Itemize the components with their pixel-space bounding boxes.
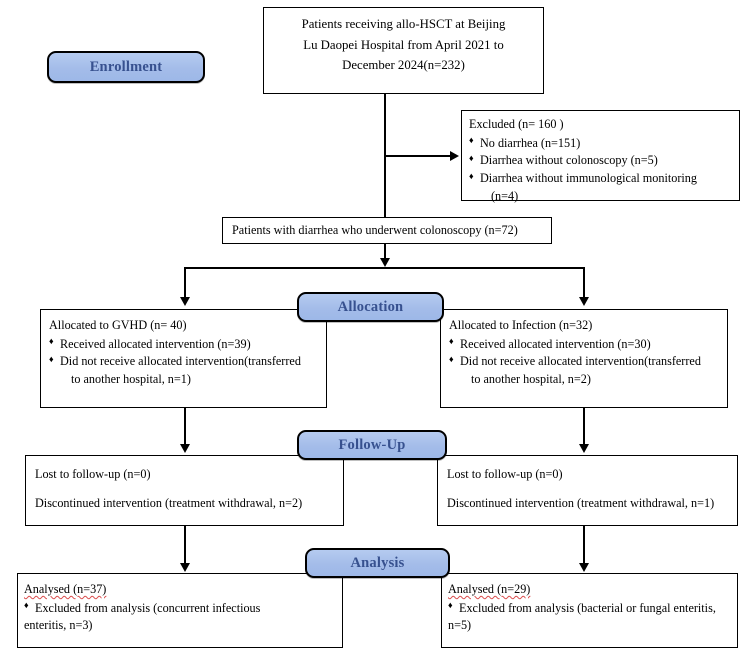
followup-left-line-2: Discontinued intervention (treatment wit… <box>35 495 303 510</box>
list-item: Did not receive allocated intervention(t… <box>49 353 318 371</box>
allocated-gvhd-header: Allocated to GVHD (n= 40) <box>49 318 187 332</box>
stage-pill-analysis: Analysis <box>305 548 450 578</box>
connector-to-excluded-arrowhead <box>450 151 459 161</box>
allocated-infection-header: Allocated to Infection (n=32) <box>449 318 593 332</box>
node-allocated-infection-body: Allocated to Infection (n=32) Received a… <box>441 310 727 396</box>
connector-colonoscopy-arrowhead <box>380 258 390 267</box>
analysis-right-header-text: Analysed (n=29) <box>448 582 531 596</box>
node-analysis-left: Analysed (n=37) Excluded from analysis (… <box>17 573 343 648</box>
node-allocated-infection: Allocated to Infection (n=32) Received a… <box>440 309 728 408</box>
connector-followup-right-to-analysis-arrowhead <box>579 563 589 572</box>
connector-split-right-arrowhead <box>579 297 589 306</box>
node-colonoscopy-body: Patients with diarrhea who underwent col… <box>223 218 551 244</box>
list-item-continuation: (n=4) <box>491 188 519 203</box>
list-item-continuation: n=5) <box>448 618 472 633</box>
analysis-left-header-text: Analysed (n=37) <box>24 582 107 596</box>
allocated-infection-list: Received allocated intervention (n=30) D… <box>449 335 719 389</box>
colonoscopy-text: Patients with diarrhea who underwent col… <box>232 223 518 237</box>
connector-to-excluded-horizontal <box>384 155 450 157</box>
node-allocated-gvhd: Allocated to GVHD (n= 40) Received alloc… <box>40 309 327 408</box>
stage-pill-followup-label: Follow-Up <box>338 436 406 453</box>
stage-pill-enrollment: Enrollment <box>47 51 205 83</box>
stage-pill-allocation: Allocation <box>297 292 444 322</box>
list-item-continuation: to another hospital, n=1) <box>71 372 191 387</box>
connector-followup-right-to-analysis <box>583 526 585 565</box>
analysis-left-header: Analysed (n=37) <box>24 581 336 599</box>
excluded-header: Excluded (n= 160 ) <box>469 117 564 131</box>
list-item: Diarrhea without immunological monitorin… <box>469 170 732 188</box>
list-item-continuation: to another hospital, n=2) <box>471 372 591 387</box>
list-item-continuation: enteritis, n=3) <box>24 618 93 633</box>
connector-colonoscopy-stem <box>384 244 386 265</box>
analysis-right-list: Excluded from analysis (bacterial or fun… <box>448 599 731 635</box>
followup-right-line-2: Discontinued intervention (treatment wit… <box>447 495 715 510</box>
list-item: Diarrhea without colonoscopy (n=5) <box>469 152 732 170</box>
connector-split-left-arrowhead <box>180 297 190 306</box>
list-item: Excluded from analysis (concurrent infec… <box>24 599 336 618</box>
list-item: Excluded from analysis (bacterial or fun… <box>448 599 731 618</box>
list-item: Received allocated intervention (n=30) <box>449 335 719 354</box>
connector-followup-left-to-analysis <box>184 526 186 565</box>
node-enrolled-patients: Patients receiving allo-HSCT at Beijing … <box>263 7 544 94</box>
node-excluded-body: Excluded (n= 160 ) No diarrhea (n=151) D… <box>462 111 739 210</box>
node-colonoscopy: Patients with diarrhea who underwent col… <box>222 217 552 244</box>
enrolled-line-2: Lu Daopei Hospital from April 2021 to <box>303 37 504 52</box>
list-item: Received allocated intervention (n=39) <box>49 335 318 354</box>
analysis-left-list: Excluded from analysis (concurrent infec… <box>24 599 336 635</box>
connector-gvhd-to-followup <box>184 408 186 447</box>
enrolled-line-1: Patients receiving allo-HSCT at Beijing <box>301 17 506 31</box>
connector-infection-to-followup-arrowhead <box>579 444 589 453</box>
node-followup-left-body: Lost to follow-up (n=0) Discontinued int… <box>26 456 343 522</box>
followup-left-line-1: Lost to follow-up (n=0) <box>35 467 151 481</box>
connector-split-right-vertical <box>583 267 585 301</box>
connector-split-left-vertical <box>184 267 186 301</box>
connector-split-bar <box>184 267 585 269</box>
connector-gvhd-to-followup-arrowhead <box>180 444 190 453</box>
stage-pill-enrollment-label: Enrollment <box>89 58 163 75</box>
stage-pill-analysis-label: Analysis <box>350 554 405 571</box>
list-item: No diarrhea (n=151) <box>469 134 732 153</box>
allocated-gvhd-list: Received allocated intervention (n=39) D… <box>49 335 318 389</box>
analysis-right-header: Analysed (n=29) <box>448 581 731 599</box>
node-followup-right-body: Lost to follow-up (n=0) Discontinued int… <box>438 456 737 522</box>
node-analysis-left-body: Analysed (n=37) Excluded from analysis (… <box>18 574 342 642</box>
stage-pill-followup: Follow-Up <box>297 430 447 460</box>
node-followup-right: Lost to follow-up (n=0) Discontinued int… <box>437 455 738 526</box>
connector-infection-to-followup <box>583 408 585 447</box>
enrolled-line-3: December 2024(n=232) <box>342 58 465 73</box>
node-excluded: Excluded (n= 160 ) No diarrhea (n=151) D… <box>461 110 740 203</box>
connector-followup-left-to-analysis-arrowhead <box>180 563 190 572</box>
stage-pill-allocation-label: Allocation <box>337 298 404 315</box>
node-analysis-right: Analysed (n=29) Excluded from analysis (… <box>441 573 738 648</box>
node-enrolled-patients-body: Patients receiving allo-HSCT at Beijing … <box>264 8 543 82</box>
followup-right-line-1: Lost to follow-up (n=0) <box>447 467 563 481</box>
node-followup-left: Lost to follow-up (n=0) Discontinued int… <box>25 455 344 526</box>
node-analysis-right-body: Analysed (n=29) Excluded from analysis (… <box>442 574 737 642</box>
excluded-list: No diarrhea (n=151) Diarrhea without col… <box>469 134 732 206</box>
node-allocated-gvhd-body: Allocated to GVHD (n= 40) Received alloc… <box>41 310 326 396</box>
list-item: Did not receive allocated intervention(t… <box>449 353 719 371</box>
